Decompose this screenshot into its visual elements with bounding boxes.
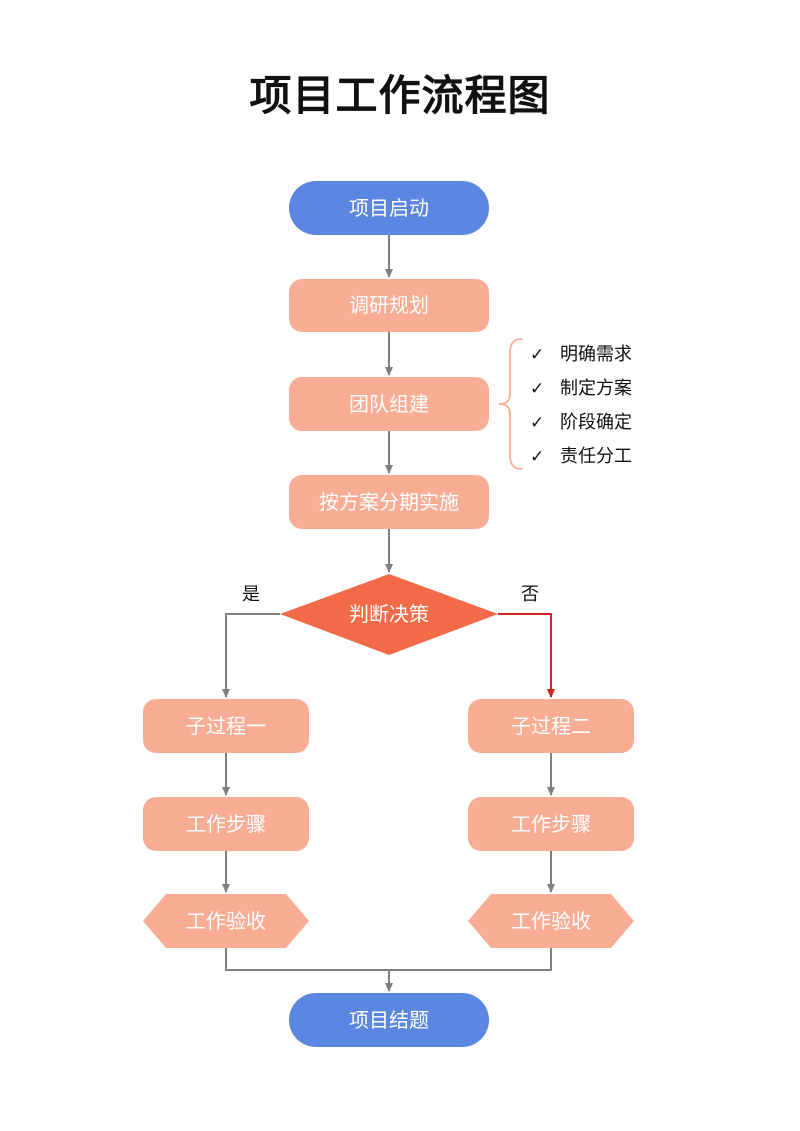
node-left-accept-label: 工作验收 xyxy=(186,909,266,933)
node-research-label: 调研规划 xyxy=(349,293,429,317)
node-end-label: 项目结题 xyxy=(349,1008,429,1032)
node-right-step: 工作步骤 xyxy=(468,797,634,851)
node-team: 团队组建 xyxy=(289,377,489,431)
page-title: 项目工作流程图 xyxy=(249,71,551,120)
note-item: ✓ 阶段确定 xyxy=(530,408,632,442)
node-start: 项目启动 xyxy=(289,181,489,235)
check-icon: ✓ xyxy=(530,379,545,399)
check-icon: ✓ xyxy=(530,345,545,365)
note-item: ✓ 明确需求 xyxy=(530,340,632,374)
note-label: 阶段确定 xyxy=(560,412,632,433)
node-left-sub-label: 子过程一 xyxy=(186,714,266,738)
notes-brace xyxy=(498,338,523,470)
connector-merge xyxy=(225,948,552,971)
node-end: 项目结题 xyxy=(289,993,489,1047)
node-right-step-label: 工作步骤 xyxy=(511,812,591,836)
connector-yes-branch xyxy=(222,613,280,698)
node-start-label: 项目启动 xyxy=(349,196,429,220)
note-label: 责任分工 xyxy=(560,446,632,467)
note-label: 明确需求 xyxy=(560,344,632,365)
note-item: ✓ 责任分工 xyxy=(530,442,632,476)
node-decision-label: 判断决策 xyxy=(349,602,429,626)
check-icon: ✓ xyxy=(530,447,545,467)
node-team-label: 团队组建 xyxy=(349,392,429,416)
node-research: 调研规划 xyxy=(289,279,489,332)
node-left-sub: 子过程一 xyxy=(143,699,309,753)
node-right-accept-label: 工作验收 xyxy=(511,909,591,933)
notes-list: ✓ 明确需求 ✓ 制定方案 ✓ 阶段确定 ✓ 责任分工 xyxy=(530,340,632,476)
node-right-sub-label: 子过程二 xyxy=(511,714,591,738)
branch-yes-label: 是 xyxy=(242,584,260,605)
note-item: ✓ 制定方案 xyxy=(530,374,632,408)
node-right-accept: 工作验收 xyxy=(468,894,634,948)
node-left-step-label: 工作步骤 xyxy=(186,812,266,836)
connector-no-branch xyxy=(498,613,555,698)
node-right-sub: 子过程二 xyxy=(468,699,634,753)
node-execute: 按方案分期实施 xyxy=(289,475,489,529)
node-left-step: 工作步骤 xyxy=(143,797,309,851)
branch-no-label: 否 xyxy=(521,584,539,605)
node-left-accept: 工作验收 xyxy=(143,894,309,948)
note-label: 制定方案 xyxy=(560,378,632,399)
node-execute-label: 按方案分期实施 xyxy=(319,490,459,514)
connectors xyxy=(222,235,555,992)
node-decision: 判断决策 xyxy=(280,574,498,655)
check-icon: ✓ xyxy=(530,413,545,433)
